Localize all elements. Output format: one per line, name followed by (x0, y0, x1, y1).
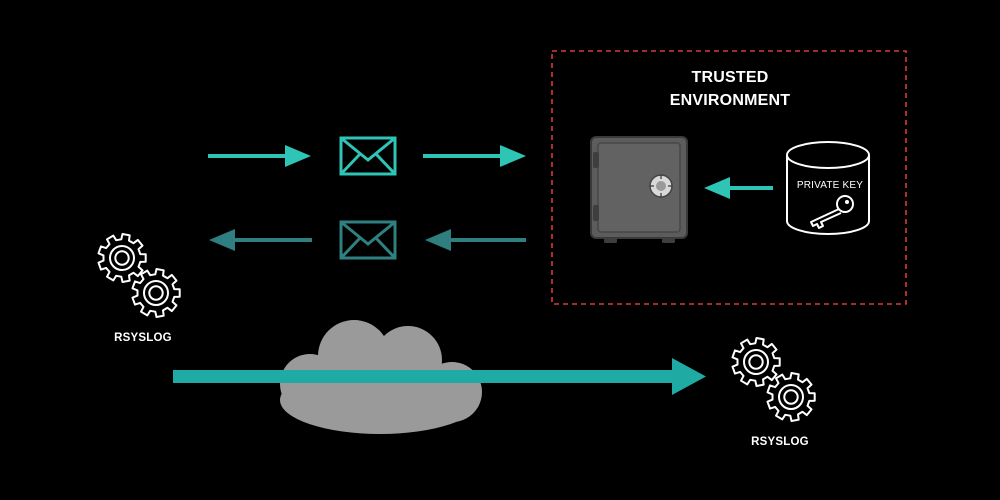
gear-hub (778, 384, 804, 410)
private-key-label: PRIVATE KEY (796, 180, 864, 191)
trusted-environment-box (551, 50, 907, 305)
rsyslog-left-label: RSYSLOG (114, 332, 172, 344)
trusted-title-line2: ENVIRONMENT (669, 92, 791, 109)
safe-icon (590, 136, 688, 243)
gear-outline (731, 337, 781, 387)
arrow-top-left (208, 145, 311, 167)
envelope-icon (339, 136, 397, 176)
arrow-bottom-right (425, 229, 526, 251)
gears-icon (97, 233, 181, 318)
rsyslog-right-label: RSYSLOG (751, 436, 809, 448)
gear-hub (114, 250, 130, 266)
trusted-title-line1: TRUSTED (691, 69, 769, 86)
arrow-bottom-left (209, 229, 312, 251)
arrow-key-to-safe (704, 177, 773, 199)
gear-outline (97, 233, 147, 283)
gear-hub (748, 354, 764, 370)
gear-hub (148, 285, 164, 301)
arrow-long-bottom (173, 358, 706, 395)
gear-hub (143, 280, 169, 306)
database-icon (786, 141, 870, 235)
gear-hub (109, 245, 135, 271)
gears-icon (731, 337, 816, 422)
gear-hub (783, 389, 799, 405)
trusted-environment-title: TRUSTED ENVIRONMENT (620, 66, 840, 112)
gear-outline (766, 372, 816, 422)
gear-outline (131, 268, 181, 318)
gear-hub (743, 349, 769, 375)
key-icon (810, 195, 854, 229)
envelope-icon (339, 220, 397, 260)
arrow-top-right (423, 145, 526, 167)
